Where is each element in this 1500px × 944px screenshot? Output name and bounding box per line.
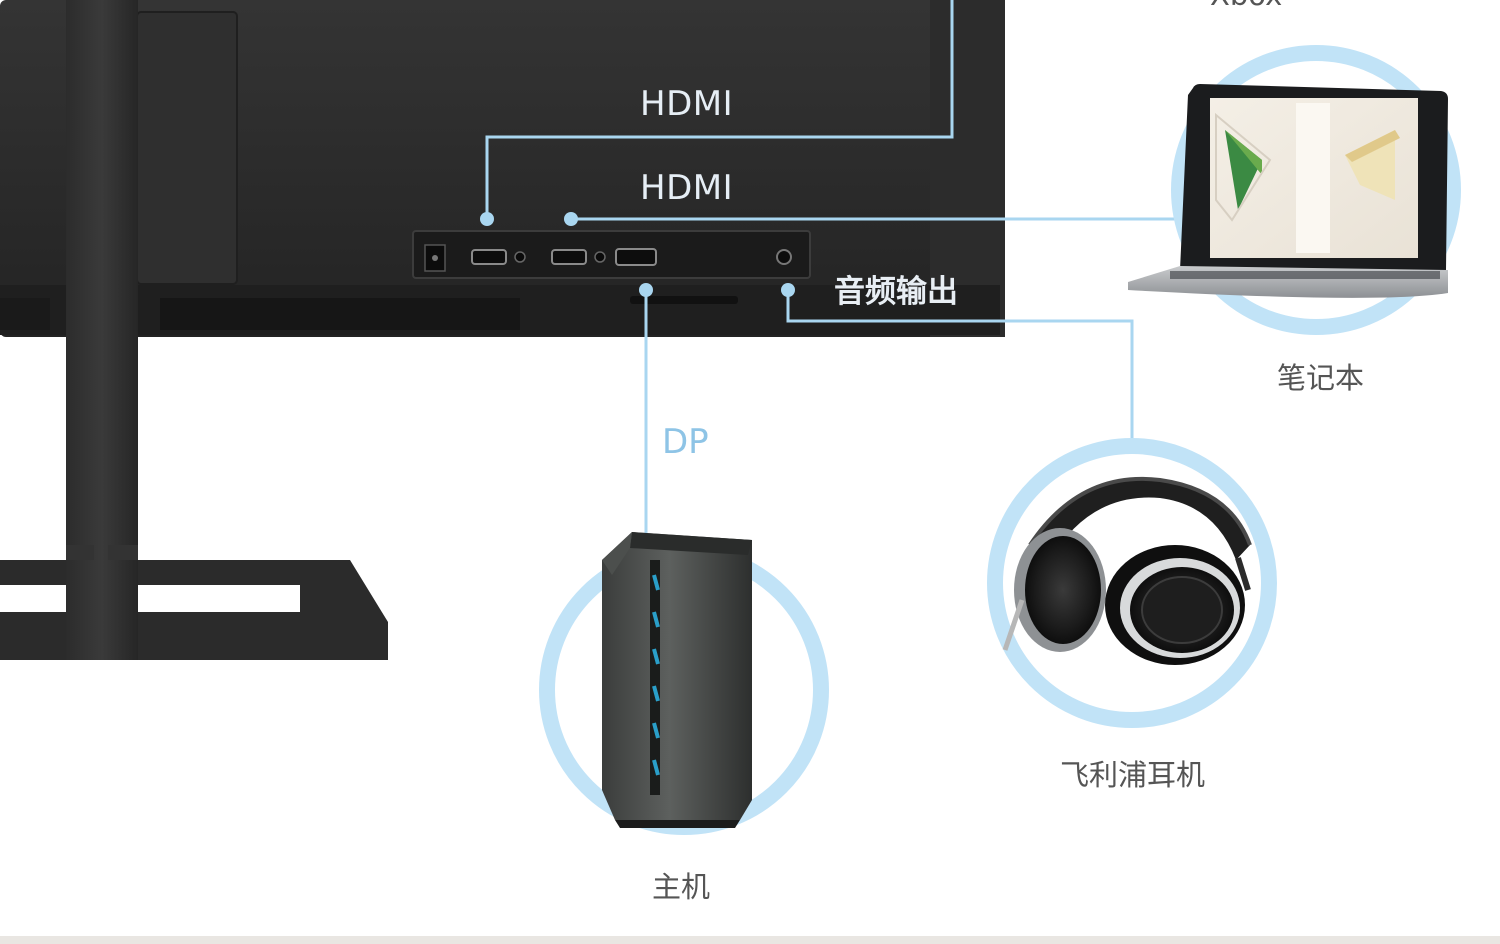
laptop-icon (1128, 84, 1448, 298)
dp-port (615, 248, 657, 266)
xbox-label-cropped: Xbox (1210, 0, 1282, 12)
headphones-icon (1002, 476, 1252, 665)
pc-tower-icon (602, 532, 752, 828)
io-panel (412, 230, 811, 279)
headphones-ring (987, 438, 1277, 728)
headphones-label: 飞利浦耳机 (1060, 758, 1206, 792)
monitor-stand (0, 0, 388, 660)
pc-device (539, 532, 829, 835)
audio-jack (776, 249, 792, 265)
cables (485, 0, 1180, 540)
hdmi-1-dot (480, 212, 494, 226)
dp-label: DP (662, 422, 709, 462)
power-port (424, 244, 446, 272)
pc-label: 主机 (652, 870, 711, 904)
hdmi-label-2: HDMI (640, 168, 734, 208)
hdmi-2-dot (564, 212, 578, 226)
laptop-label: 笔记本 (1277, 361, 1365, 395)
laptop-ring (1171, 45, 1461, 335)
hdmi-label-1: HDMI (640, 84, 734, 124)
audio-cable (786, 290, 1134, 452)
hdmi-cable-1 (485, 0, 954, 219)
laptop-device (1128, 45, 1461, 335)
audio-output-label: 音频输出 (834, 274, 958, 310)
hdmi-port-2 (551, 249, 587, 265)
bottom-edge-strip (0, 936, 1500, 944)
headphones-device (987, 438, 1277, 728)
port-led (594, 251, 606, 263)
dp-dot (639, 283, 653, 297)
cable-dots (480, 212, 795, 297)
hdmi-port-1 (471, 249, 507, 265)
monitor-back (0, 0, 1005, 337)
port-led (514, 251, 526, 263)
audio-dot (781, 283, 795, 297)
